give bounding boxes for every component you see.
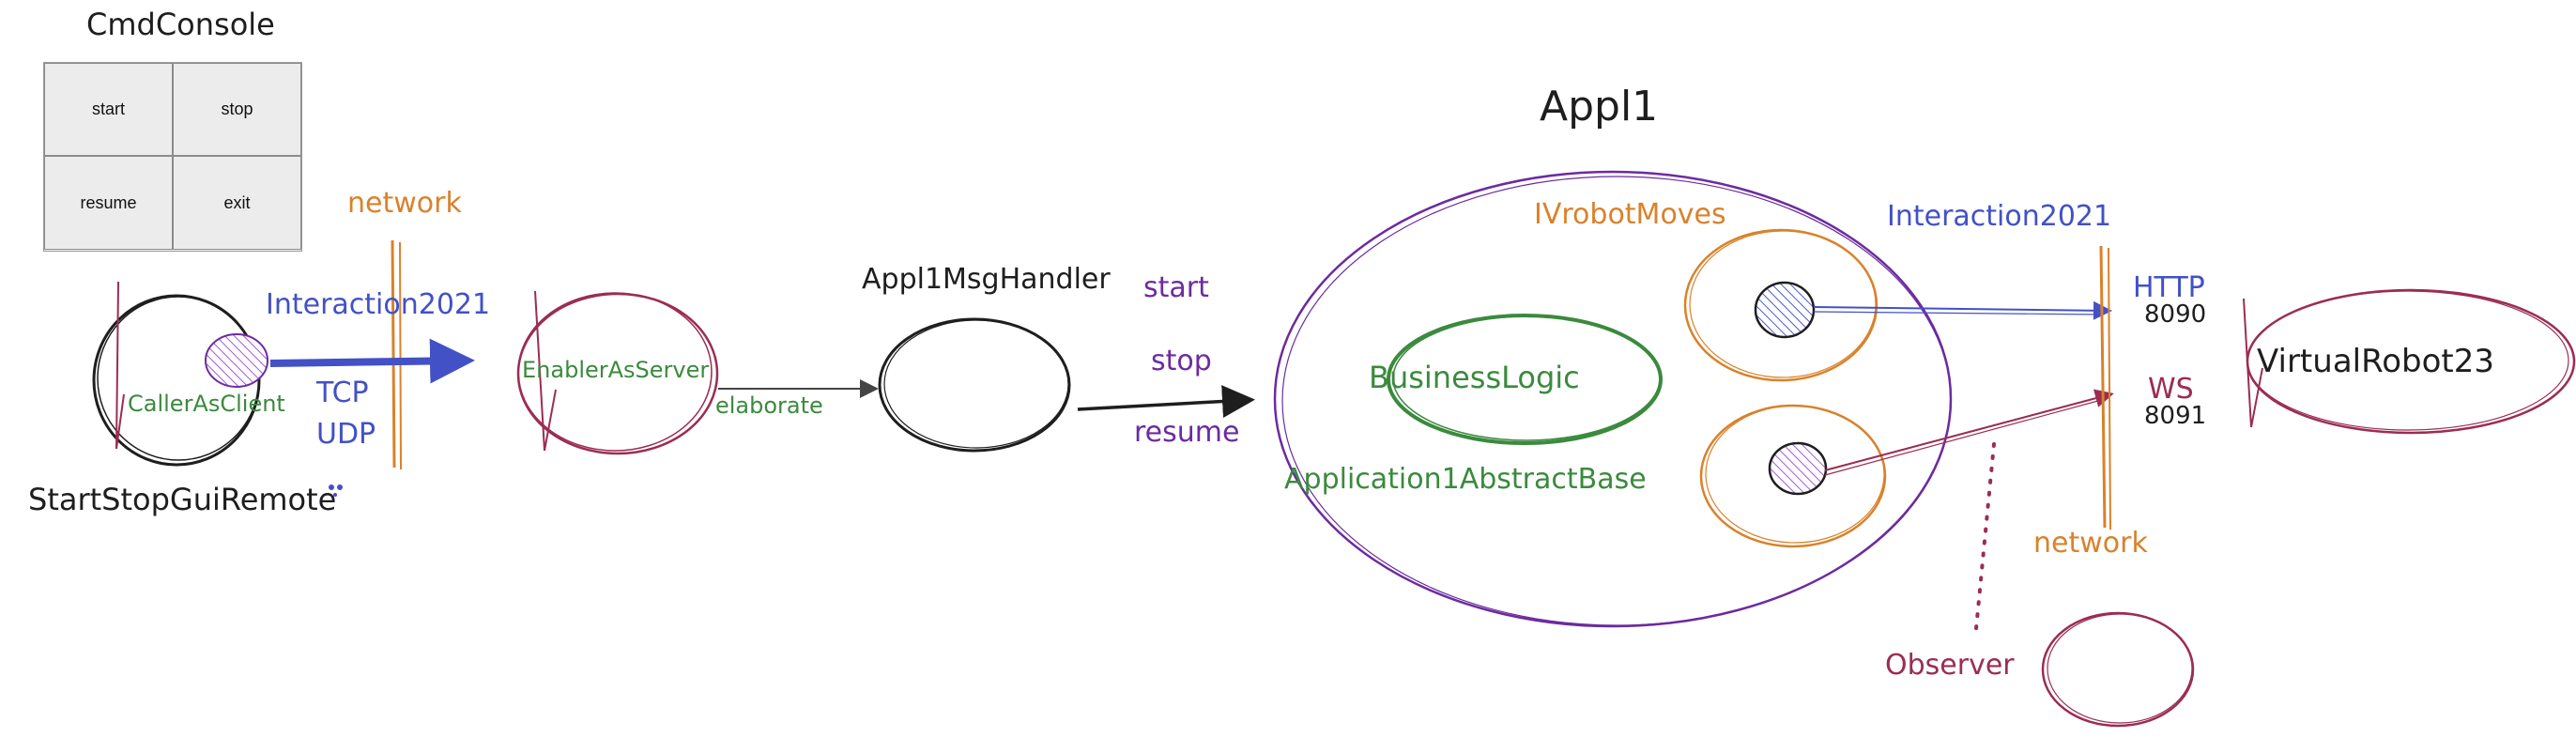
robot-moves-port-hatched <box>1754 281 1816 339</box>
business-logic-label: BusinessLogic <box>1369 360 1580 395</box>
cmd-start-label: start <box>1143 271 1209 304</box>
caller-to-enabler-arrow <box>269 338 475 384</box>
ws-label: WS <box>2148 373 2194 406</box>
interaction-label-left: Interaction2021 <box>266 288 491 321</box>
observer-dotted-line <box>1973 442 1996 640</box>
tcp-label: TCP <box>316 376 369 409</box>
network-bar-left <box>391 239 402 470</box>
interaction-label-right: Interaction2021 <box>1887 200 2112 233</box>
appl1-title: Appl1 <box>1540 83 1659 131</box>
ws-arrow <box>1824 389 2114 471</box>
gui-remote-dots-icon <box>329 484 334 490</box>
console-title: CmdConsole <box>86 7 275 42</box>
msg-handler-label: Appl1MsgHandler <box>862 263 1111 296</box>
robot-moves-label: IVrobotMoves <box>1534 198 1726 231</box>
enabler-as-server-node <box>516 290 719 455</box>
observer-label: Observer <box>1885 649 2015 682</box>
abstract-base-port-node <box>1699 404 1887 548</box>
ws-port-label: 8091 <box>2144 402 2207 430</box>
network-label-left: network <box>347 187 462 220</box>
network-label-right: network <box>2033 527 2148 560</box>
cmd-stop-label: stop <box>1151 345 1212 377</box>
udp-label: UDP <box>316 418 376 451</box>
appl1-container <box>1273 170 1953 628</box>
caller-port-hatched <box>205 333 268 388</box>
http-port-label: 8090 <box>2144 300 2207 329</box>
enabler-label: EnablerAsServer <box>522 357 710 383</box>
stop-button[interactable]: stop <box>173 63 301 156</box>
cmd-console-window: start stop resume exit <box>43 62 302 252</box>
handler-to-appl1-arrow <box>1077 385 1255 419</box>
start-button[interactable]: start <box>44 63 173 156</box>
http-label: HTTP <box>2133 271 2205 304</box>
observer-node <box>2041 611 2195 728</box>
abstract-base-port-hatched <box>1768 441 1828 496</box>
gui-remote-label: StartStopGuiRemote <box>28 482 337 517</box>
elaborate-label: elaborate <box>715 392 823 419</box>
caller-label: CallerAsClient <box>128 391 285 417</box>
resume-button[interactable]: resume <box>44 156 173 250</box>
business-logic-node <box>1387 314 1663 445</box>
network-bar-right <box>2099 245 2111 530</box>
http-arrow <box>1813 300 2112 320</box>
virtual-robot-node <box>2243 288 2576 435</box>
cmd-resume-label: resume <box>1134 416 1240 449</box>
caller-as-client-node <box>92 281 268 467</box>
abstract-base-label: Application1AbstractBase <box>1284 463 1647 496</box>
virtual-robot-label: VirtualRobot23 <box>2257 343 2494 380</box>
ivrobot-moves-node <box>1683 228 1878 382</box>
appl1-msg-handler-node <box>878 317 1071 453</box>
exit-button[interactable]: exit <box>173 156 301 250</box>
